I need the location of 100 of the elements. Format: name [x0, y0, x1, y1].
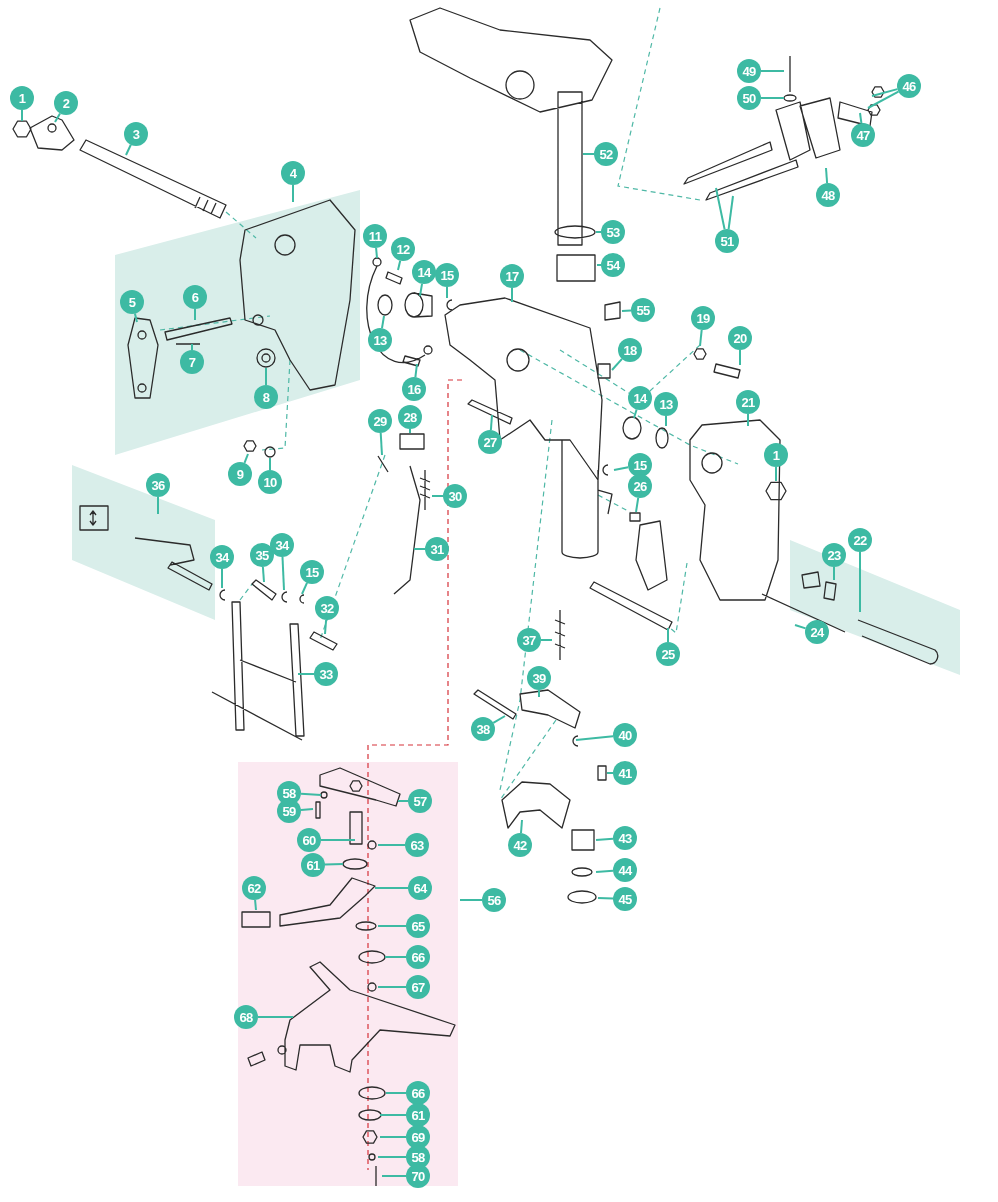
callout-number: 49: [737, 59, 761, 83]
leader-line: [254, 899, 257, 911]
leader-line: [292, 184, 294, 203]
callout-number: 34: [210, 545, 234, 569]
callout-number: 30: [443, 484, 467, 508]
leader-line: [191, 343, 193, 351]
leader-line: [613, 466, 630, 471]
callout-number: 14: [412, 260, 436, 284]
callout-number: 1: [764, 443, 788, 467]
leader-line: [133, 312, 138, 323]
callout-number: 31: [425, 537, 449, 561]
leader-line: [379, 1136, 407, 1138]
callout-number: 36: [146, 473, 170, 497]
leader-line: [540, 639, 553, 641]
callout-number: 9: [228, 462, 252, 486]
callout-number: 45: [613, 887, 637, 911]
leader-line: [492, 715, 506, 724]
callout-number: 1: [10, 86, 34, 110]
leader-line: [414, 363, 418, 379]
leader-line: [575, 735, 615, 741]
callout-number: 39: [527, 666, 551, 690]
leader-line: [320, 839, 356, 841]
callout-number: 13: [368, 328, 392, 352]
callout-number: 50: [737, 86, 761, 110]
leader-line: [859, 112, 863, 125]
leader-line: [377, 844, 406, 846]
callout-number: 51: [715, 229, 739, 253]
leader-line: [419, 282, 423, 297]
leader-line: [54, 112, 61, 123]
leader-line: [281, 556, 285, 591]
callout-number: 55: [631, 298, 655, 322]
callout-number: 19: [691, 306, 715, 330]
callout-number: 23: [822, 543, 846, 567]
leader-line: [265, 367, 267, 386]
leader-line: [489, 414, 493, 431]
callout-number: 29: [368, 409, 392, 433]
leader-line: [257, 1016, 294, 1018]
leader-line: [385, 1092, 407, 1094]
leader-line: [833, 566, 835, 581]
leader-line: [377, 1156, 407, 1158]
leader-line: [243, 453, 249, 464]
callout-number: 26: [628, 474, 652, 498]
leader-line: [611, 357, 623, 371]
leader-line: [747, 413, 749, 427]
callout-number: 33: [314, 662, 338, 686]
leader-line: [381, 315, 385, 330]
callout-number: 22: [848, 528, 872, 552]
leader-line: [125, 143, 132, 156]
leader-line: [635, 496, 640, 513]
leader-line: [538, 689, 540, 698]
leader-line: [324, 619, 328, 635]
leader-line: [760, 97, 785, 99]
callout-number: 17: [500, 264, 524, 288]
callout-number: 38: [471, 717, 495, 741]
leader-line: [377, 986, 407, 988]
leader-line: [397, 800, 409, 802]
callout-number: 53: [601, 220, 625, 244]
callout-number: 35: [250, 543, 274, 567]
leader-line: [379, 1114, 407, 1116]
callout-number: 4: [281, 161, 305, 185]
leader-line: [596, 264, 602, 266]
leader-line: [794, 624, 807, 630]
leader-line: [459, 899, 483, 901]
leader-line: [269, 457, 271, 471]
callout-number: 15: [300, 560, 324, 584]
callout-number: 28: [398, 405, 422, 429]
leader-line: [157, 496, 159, 515]
callout-number: 12: [391, 237, 415, 261]
callout-number: 47: [851, 123, 875, 147]
callout-number: 43: [613, 826, 637, 850]
leader-line: [665, 415, 667, 427]
callout-number: 15: [435, 263, 459, 287]
leader-line: [739, 349, 741, 366]
leader-line: [261, 566, 265, 583]
callout-number: 27: [478, 430, 502, 454]
callout-number: 13: [654, 392, 678, 416]
callout-number: 54: [601, 253, 625, 277]
callout-number: 16: [402, 377, 426, 401]
leader-line: [431, 495, 444, 497]
leader-line: [859, 551, 861, 613]
callout-number: 41: [613, 761, 637, 785]
leader-line: [384, 956, 407, 958]
leader-line: [377, 925, 407, 927]
callout-number: 34: [270, 533, 294, 557]
callout-number: 3: [124, 122, 148, 146]
leader-line: [409, 428, 411, 434]
leader-line: [324, 863, 344, 866]
leader-line: [297, 673, 315, 675]
callout-number: 52: [594, 142, 618, 166]
leader-line: [595, 869, 614, 873]
callout-number: 10: [258, 470, 282, 494]
callout-number: 14: [628, 386, 652, 410]
leader-line: [301, 581, 308, 595]
callout-number: 32: [315, 596, 339, 620]
leader-line: [595, 231, 602, 233]
callout-number: 25: [656, 642, 680, 666]
callout-number: 48: [816, 183, 840, 207]
callout-number: 20: [728, 326, 752, 350]
callout-number: 46: [897, 74, 921, 98]
leader-line: [300, 808, 314, 811]
